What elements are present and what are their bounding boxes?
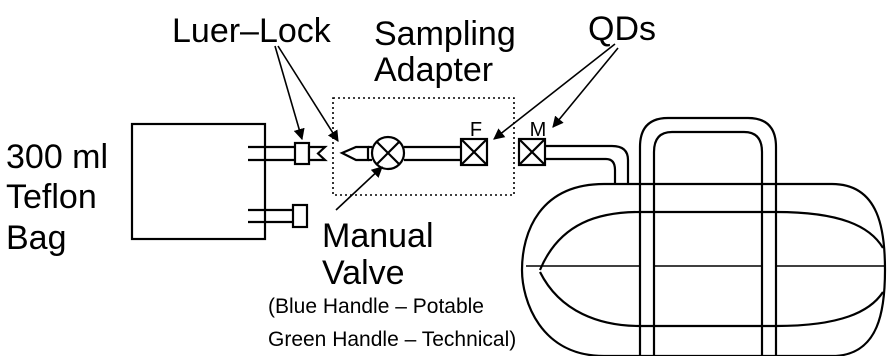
- sampling-adapter-box: [332, 97, 515, 196]
- container-body: [520, 182, 887, 356]
- qds-arrow-right: [552, 47, 619, 128]
- qd-male-label: M: [530, 119, 547, 141]
- qds-label: QDs: [588, 10, 656, 48]
- sampling-adapter-label-line1: Sampling: [374, 15, 516, 53]
- bag-upper-luer-fitting: [293, 141, 311, 166]
- bag-label-line1: 300 ml: [6, 138, 108, 176]
- adapter-luer-tip: [339, 145, 370, 162]
- luer-lock-arrow-left: [274, 45, 305, 141]
- teflon-bag: [130, 122, 267, 241]
- qds-arrow-left: [493, 43, 616, 140]
- container-seam-upper: [538, 210, 884, 271]
- bag-label-line2: Teflon: [6, 178, 97, 216]
- manual-valve-label-line1: Manual: [322, 217, 434, 255]
- qd-female-cross-b: [460, 138, 488, 166]
- qd-female-label: F: [470, 119, 482, 141]
- manual-valve-cross-b: [376, 141, 400, 165]
- handle-note-line2: Green Handle – Technical): [268, 328, 516, 351]
- manual-valve-label-line2: Valve: [322, 254, 405, 292]
- bag-label-line3: Bag: [6, 219, 67, 257]
- container-handle-outer: [638, 116, 778, 184]
- qd-male-cross-b: [518, 138, 546, 166]
- hose-inner: [545, 157, 617, 188]
- manual-valve-arrow: [335, 166, 383, 211]
- sampling-adapter-label-line2: Adapter: [374, 51, 493, 89]
- luer-lock-arrow-right: [277, 45, 339, 142]
- hose-outer: [545, 144, 630, 184]
- bag-upper-luer-tip: [307, 145, 328, 162]
- luer-lock-label: Luer–Lock: [172, 12, 332, 50]
- handle-note-line1: (Blue Handle – Potable: [268, 295, 484, 318]
- container-handle-inner: [652, 130, 764, 184]
- bag-lower-fitting: [291, 203, 309, 229]
- container-seam-lower: [539, 271, 884, 328]
